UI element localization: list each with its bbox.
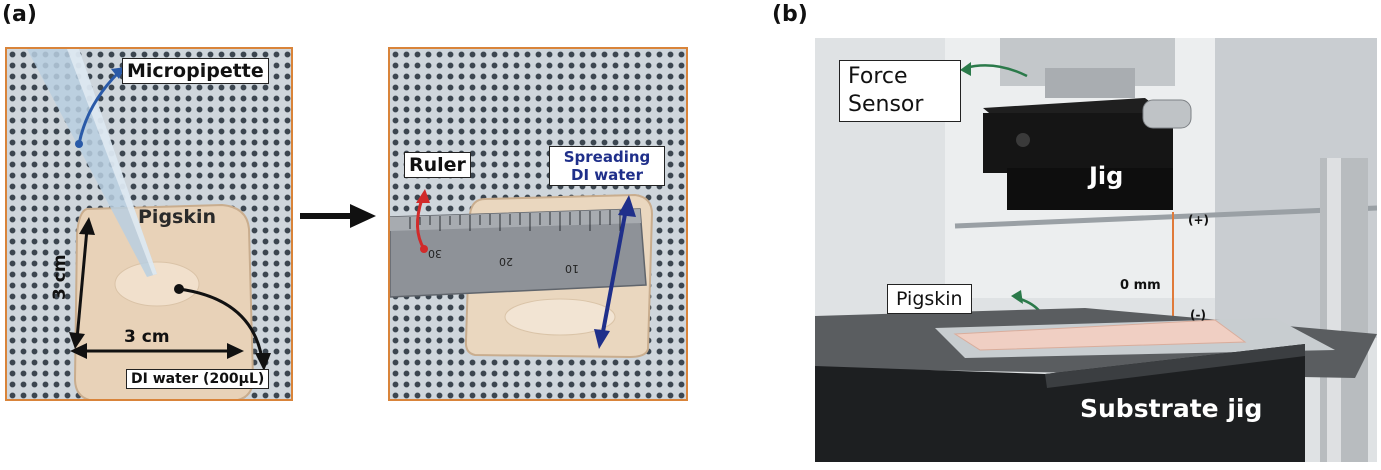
- label-force-sensor: Force Sensor: [839, 60, 961, 122]
- label-di-water: DI water (200μL): [126, 369, 270, 389]
- label-micropipette: Micropipette: [122, 58, 269, 84]
- micropipette-arrow: [77, 70, 121, 145]
- label-substrate-jig: Substrate jig: [1080, 394, 1263, 423]
- ruler-tick-20: 20: [499, 255, 513, 268]
- label-dim-horizontal: 3 cm: [124, 327, 170, 347]
- panel-label-a: (a): [2, 2, 37, 27]
- label-ruler: Ruler: [404, 152, 471, 178]
- label-jig: Jig: [1089, 162, 1124, 190]
- photo3-drawing: [815, 38, 1377, 462]
- force-sensor-text: Force Sensor: [848, 64, 924, 117]
- ruler-tick-10: 10: [565, 262, 579, 275]
- label-spreading-water: Spreading DI water: [549, 146, 665, 186]
- spreading-arrow: [600, 208, 628, 338]
- label-minus: (-): [1190, 308, 1206, 322]
- photo-ruler-spreading: [388, 47, 688, 401]
- photo-pigskin-pipette: [5, 47, 293, 401]
- label-dim-vertical: 3 cm: [50, 254, 70, 300]
- substrate-jig: [815, 344, 1305, 462]
- panel-label-b: (b): [772, 2, 808, 27]
- sequence-arrow: [300, 204, 376, 228]
- pigskin-on-plate: [953, 319, 1247, 351]
- pipette-tip: [27, 49, 157, 277]
- di-water-arrow: [178, 287, 264, 360]
- photo1-drawing: [27, 49, 271, 399]
- label-plus: (+): [1188, 213, 1210, 227]
- ruler-tick-marks: [409, 210, 621, 231]
- photo-force-setup: [815, 38, 1377, 462]
- force-sensor-block: [983, 113, 1173, 173]
- water-droplet: [114, 261, 200, 307]
- spreading-text: Spreading DI water: [563, 148, 651, 184]
- photo2-drawing: [390, 189, 654, 359]
- jig-block: [1007, 168, 1173, 210]
- dim-arrow-vertical: [75, 228, 89, 340]
- ruler-tick-30: 30: [428, 247, 442, 260]
- label-pigskin-1: Pigskin: [138, 206, 217, 228]
- label-pigskin-b: Pigskin: [887, 284, 972, 314]
- label-zero-mm: 0 mm: [1120, 278, 1161, 293]
